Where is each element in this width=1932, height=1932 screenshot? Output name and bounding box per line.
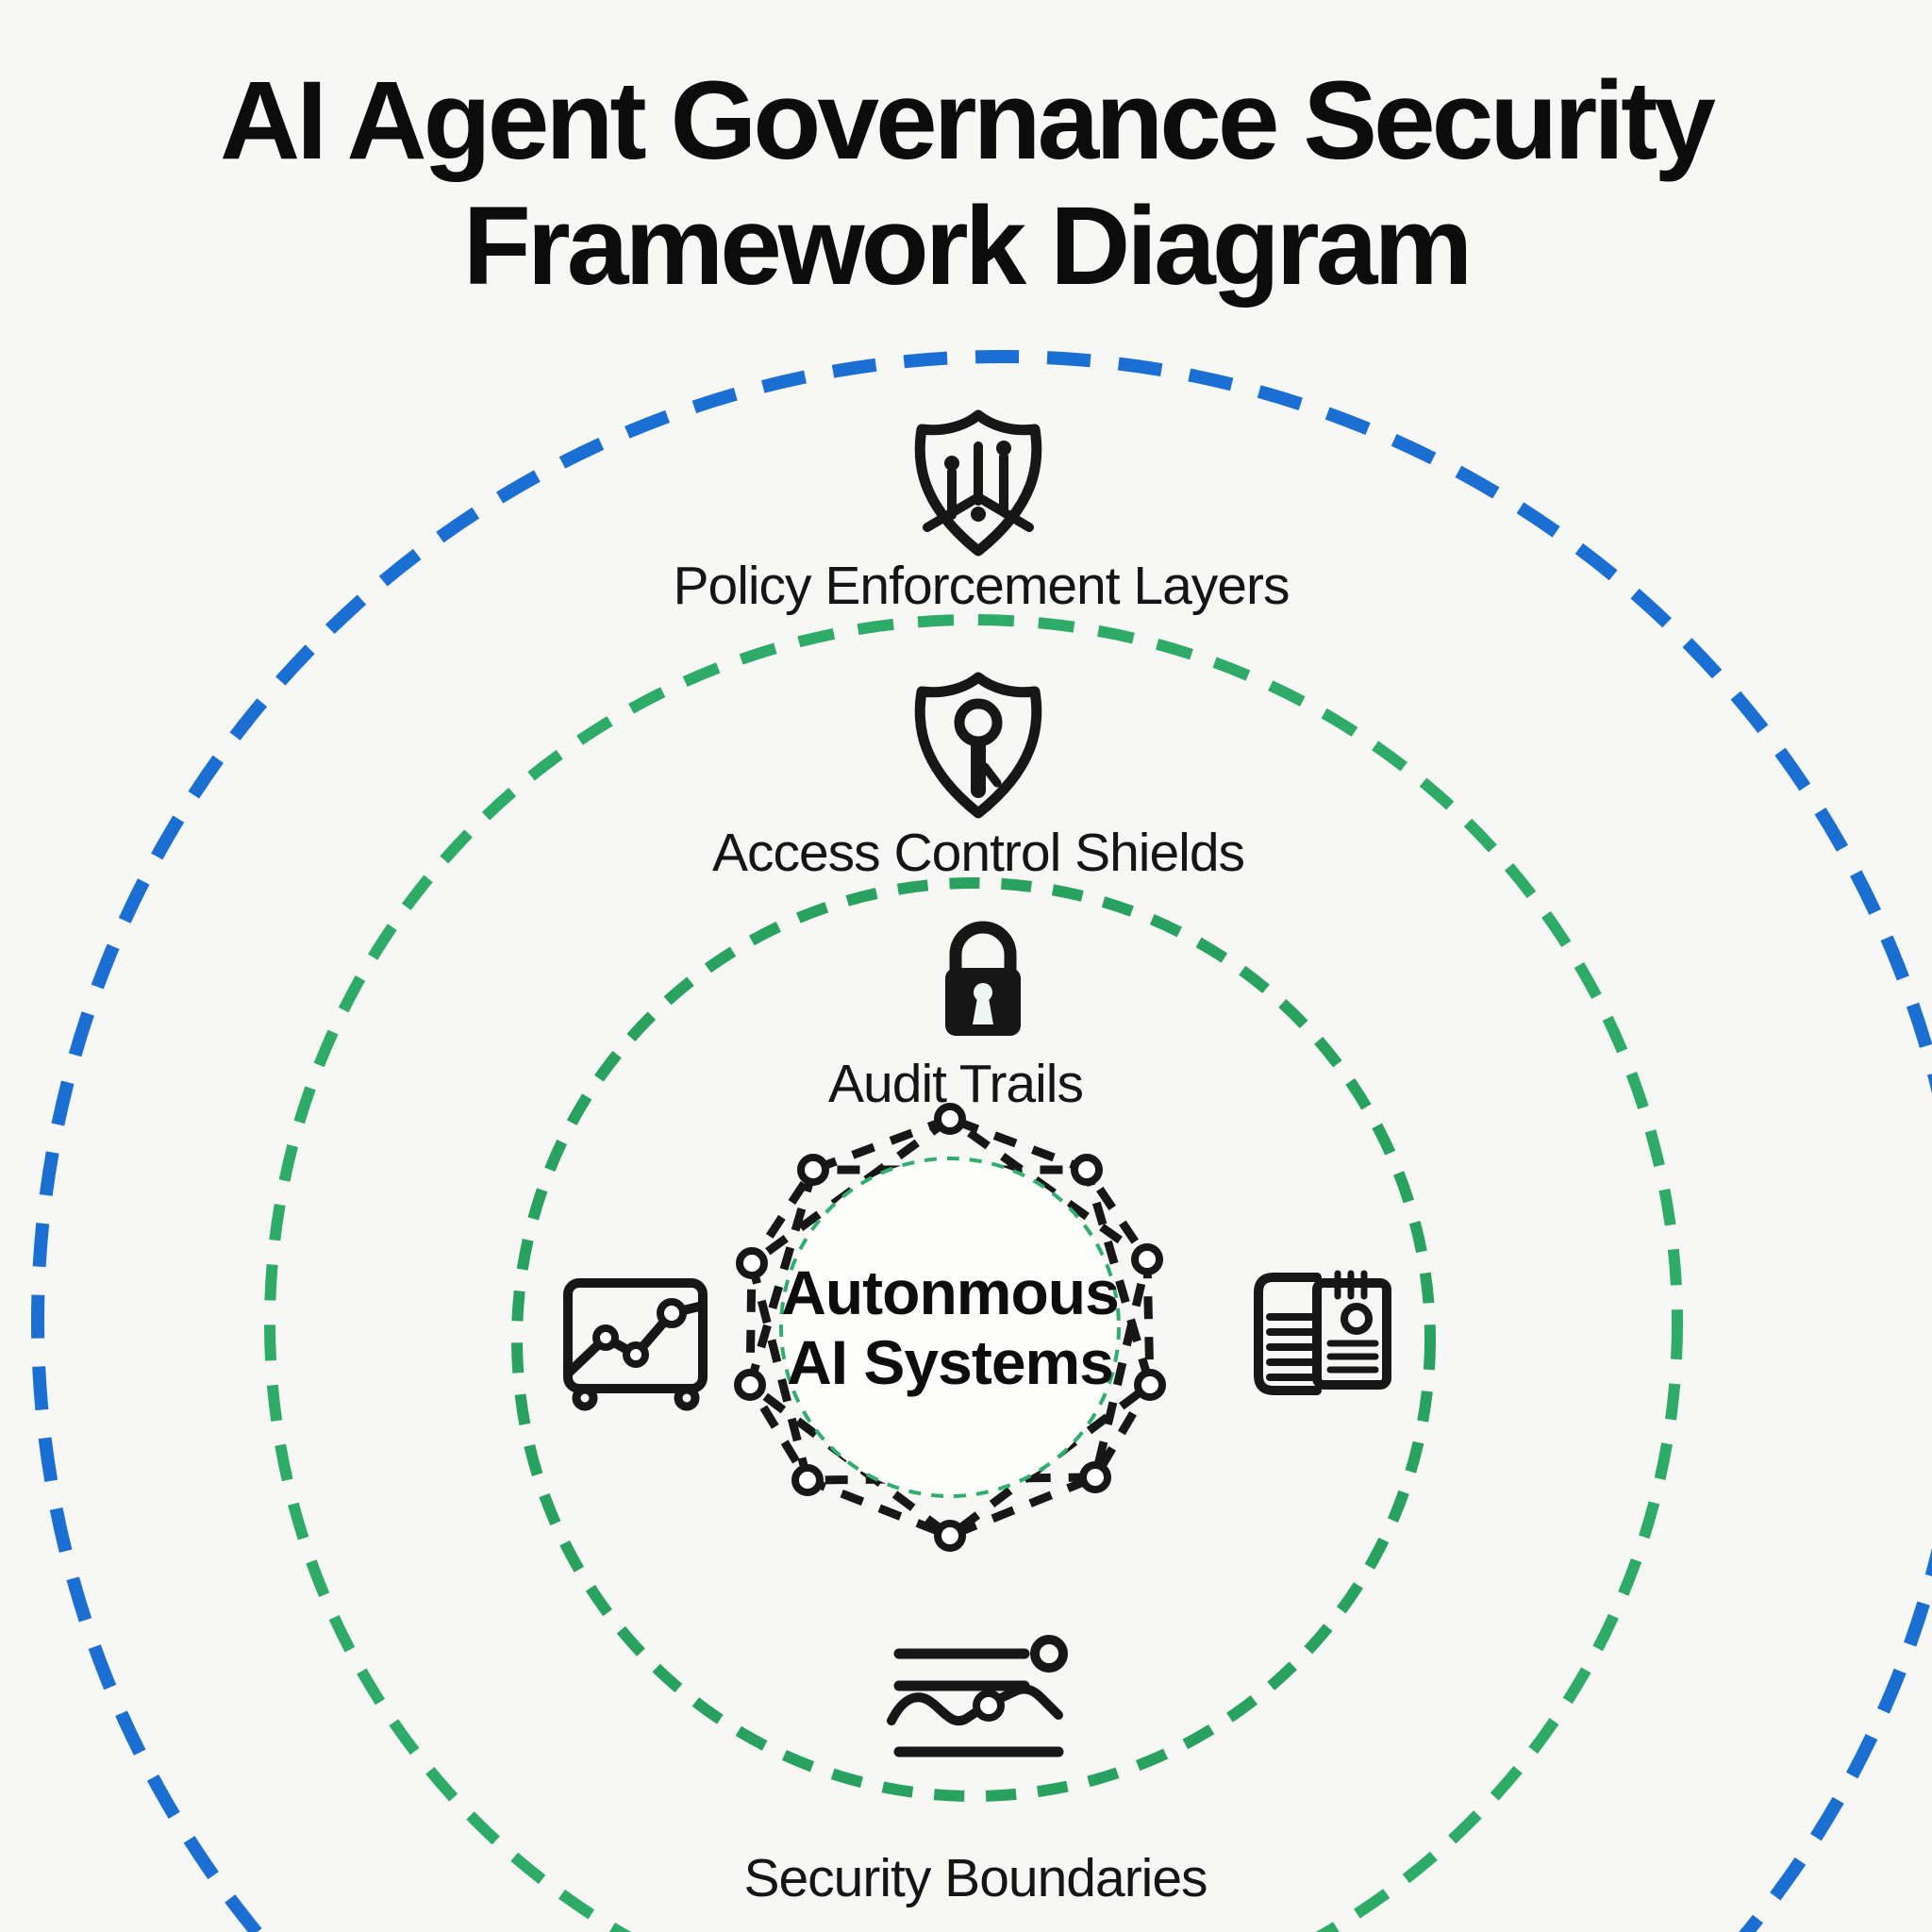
network-node (1131, 1243, 1163, 1275)
network-node (1079, 1461, 1111, 1493)
analytics-board-icon (563, 1278, 708, 1411)
network-node (934, 1520, 966, 1552)
page-title: AI Agent Governance Security Framework D… (219, 58, 1716, 310)
shield-key-icon (914, 672, 1042, 819)
network-node (797, 1154, 829, 1186)
network-node (1134, 1369, 1166, 1401)
autonomous-core-circle (779, 1157, 1121, 1498)
audit-trails-ring (511, 877, 1436, 1802)
policy-ring-label: Policy Enforcement Layers (673, 556, 1291, 616)
access-ring-label: Access Control Shields (711, 823, 1245, 883)
autonomous-core-label: Autonmous AI Systems (781, 1257, 1120, 1398)
page-title-line1: AI Agent Governance Security (219, 58, 1716, 183)
policy-enforcement-ring (31, 350, 1932, 1932)
network-node (934, 1103, 966, 1135)
network-node (791, 1464, 824, 1496)
security-boundaries-label: Security Boundaries (743, 1848, 1208, 1908)
access-control-ring (264, 614, 1683, 1932)
network-pentagon-b (744, 1165, 1156, 1541)
chart-point (592, 1324, 619, 1351)
padlock-icon (945, 921, 1021, 1036)
agent-network-ring (734, 1103, 1166, 1552)
report-document-icon (1254, 1270, 1391, 1395)
network-node (734, 1369, 766, 1401)
core-label-line2: AI Systems (787, 1326, 1114, 1397)
network-node (736, 1247, 768, 1279)
core-label-line1: Autonmous (781, 1257, 1120, 1327)
wave-point (973, 1690, 1005, 1722)
shield-sliders-icon (914, 409, 1042, 557)
page-title-line2: Framework Diagram (462, 184, 1474, 309)
signal-waves-icon (887, 1635, 1068, 1757)
network-decagon (745, 1114, 1155, 1541)
network-node (1071, 1154, 1103, 1186)
chart-point (657, 1298, 687, 1328)
audit-ring-label: Audit Trails (828, 1054, 1084, 1114)
chart-point (623, 1341, 649, 1368)
